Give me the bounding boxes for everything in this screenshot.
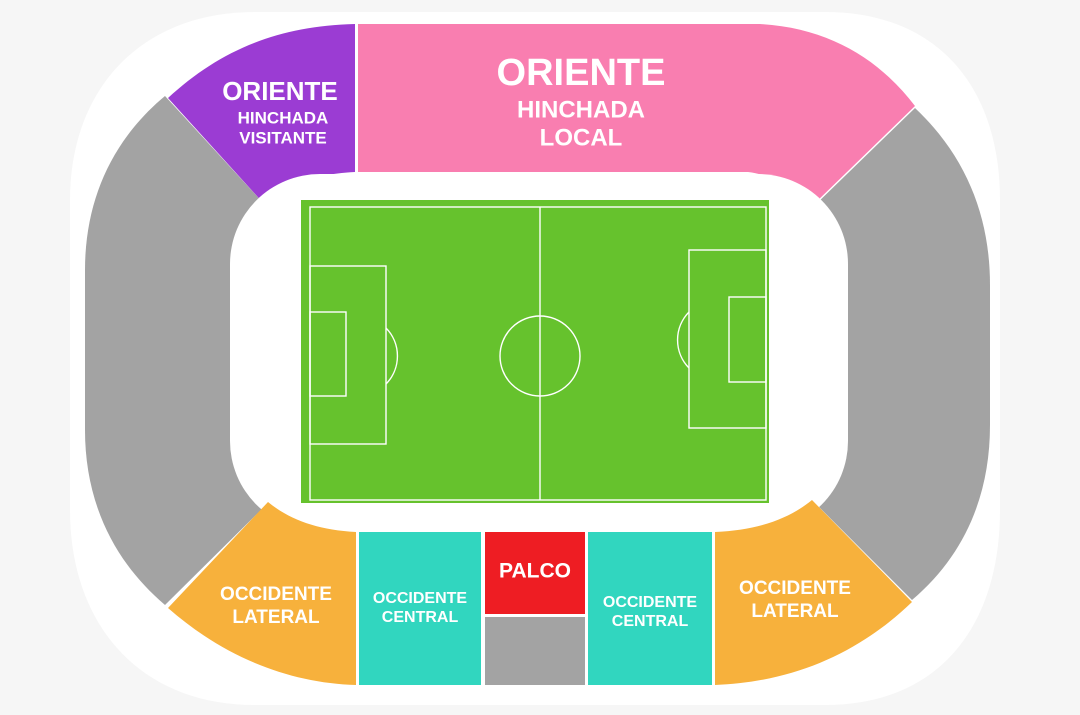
section-occidente-central-left-shape[interactable] (359, 532, 481, 685)
stand-left-grey[interactable] (85, 96, 268, 605)
section-palco[interactable]: PALCO (485, 532, 585, 614)
football-pitch (301, 200, 769, 503)
section-occidente-central-right-shape[interactable] (588, 532, 712, 685)
center-circle (499, 315, 581, 397)
penalty-arc-left (385, 327, 399, 385)
section-oriente-visitante-shape[interactable] (168, 24, 355, 206)
stand-right-grey[interactable] (812, 108, 990, 600)
section-oriente-local-shape[interactable] (358, 24, 915, 206)
section-occidente-central-right[interactable]: OCCIDENTE CENTRAL (588, 532, 712, 685)
goal-area-right (728, 296, 767, 383)
section-occidente-lateral-right-shape[interactable] (715, 500, 912, 685)
pitch-surface (301, 200, 769, 503)
section-occidente-central-left[interactable]: OCCIDENTE CENTRAL (359, 532, 481, 685)
stand-below-palco-grey[interactable] (485, 617, 585, 685)
penalty-arc-right (676, 311, 690, 369)
section-occidente-lateral-left-shape[interactable] (168, 502, 356, 685)
goal-area-left (309, 311, 347, 397)
section-palco-shape[interactable] (485, 532, 585, 614)
